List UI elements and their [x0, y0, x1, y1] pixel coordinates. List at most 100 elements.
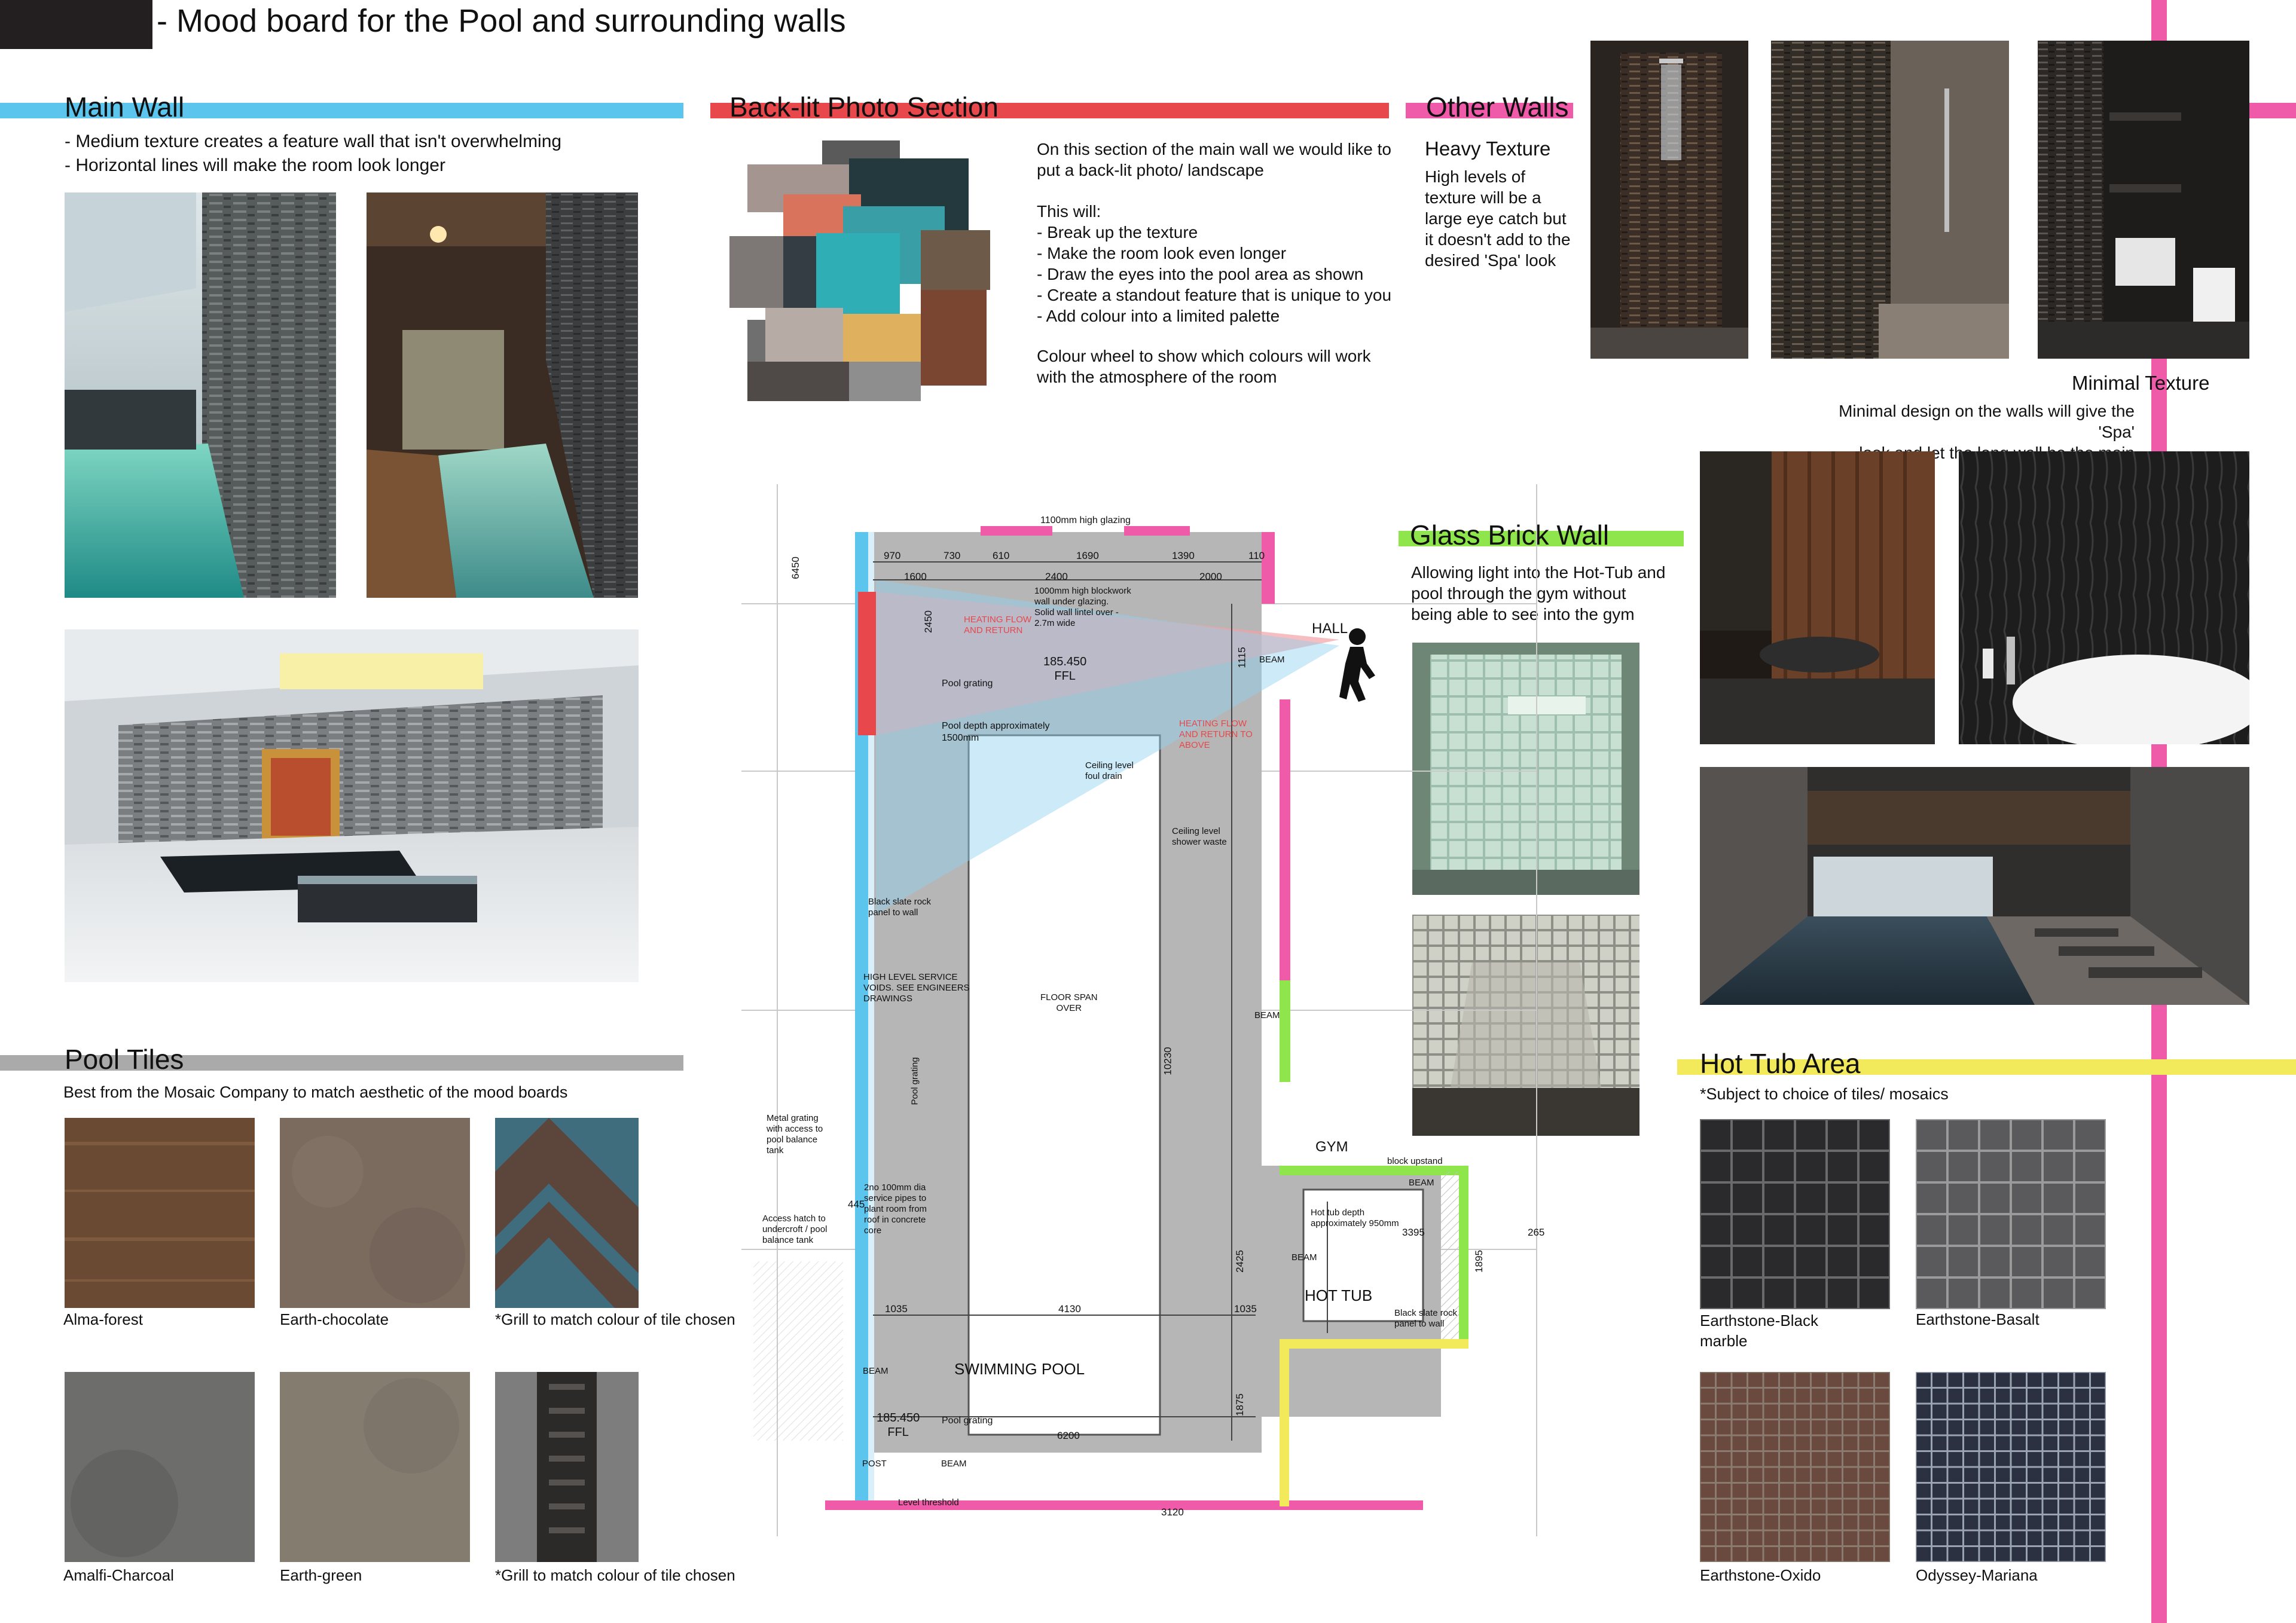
heavy-texture-text: High levels of texture will be a large e…: [1425, 167, 1571, 270]
plan-hot-tub-depth: Hot tub depth approximately 950mm: [1311, 1208, 1399, 1228]
plan-beam-6: BEAM: [941, 1459, 967, 1469]
tile-label: Alma-forest: [63, 1310, 143, 1328]
swatch: [921, 290, 987, 386]
swatch: [849, 362, 921, 401]
plan-floor-span: FLOOR SPAN OVER: [1040, 992, 1098, 1013]
pool-tiles-title: Pool Tiles: [65, 1044, 184, 1075]
grill-sample-2: [495, 1372, 639, 1562]
swatch: [765, 308, 843, 362]
tile-earth-chocolate: [280, 1118, 470, 1308]
glass-brick-text: Allowing light into the Hot-Tub and pool…: [1411, 563, 1666, 623]
glass-brick-photo-1: [1412, 643, 1639, 895]
plan-dim-6200: 6200: [1057, 1430, 1080, 1441]
swatch: [783, 236, 816, 308]
mosaic-label: Earthstone-Black marble: [1700, 1312, 1818, 1350]
hot-tub-subtitle: *Subject to choice of tiles/ mosaics: [1700, 1085, 1949, 1103]
plan-dim-6450: 6450: [789, 557, 801, 579]
mosaic-mariana: [1916, 1372, 2106, 1562]
plan-dim-610: 610: [993, 550, 1010, 561]
mosaic-basalt: [1916, 1119, 2106, 1309]
plan-gym: GYM: [1315, 1139, 1348, 1155]
title-block: [0, 0, 152, 49]
mosaic-label: Odyssey-Mariana: [1916, 1566, 2038, 1584]
main-wall-photo-1: [65, 192, 336, 598]
plan-dim-1600: 1600: [904, 571, 927, 582]
tile-earth-green: [280, 1372, 470, 1562]
plan-dim-265: 265: [1528, 1227, 1545, 1238]
plan-beam-4: BEAM: [1292, 1252, 1317, 1263]
backlit-title: Back-lit Photo Section: [729, 91, 999, 123]
plan-dim-1875: 1875: [1234, 1393, 1245, 1416]
plan-dim-445: 445: [848, 1199, 865, 1210]
plan-heating-2: HEATING FLOW AND RETURN TO ABOVE: [1179, 719, 1253, 750]
mosaic-label: Earthstone-Basalt: [1916, 1310, 2039, 1328]
colour-wheel-note: Colour wheel to show which colours will …: [1037, 347, 1371, 386]
plan-dim-1390: 1390: [1172, 550, 1195, 561]
mosaic-label: Earthstone-Oxido: [1700, 1566, 1821, 1584]
plan-access: Access hatch to undercroft / pool balanc…: [762, 1214, 828, 1245]
minimal-texture-photo-2: [1959, 451, 2249, 744]
plan-beam-2: BEAM: [1254, 1010, 1280, 1020]
tile-label: *Grill to match colour of tile chosen: [495, 1310, 735, 1328]
heavy-texture-title: Heavy Texture: [1425, 137, 1551, 160]
pool-tiles-bar: [0, 1055, 683, 1071]
plan-post: POST: [862, 1459, 887, 1469]
floor-plan: [741, 484, 1584, 1536]
plan-dim-2000: 2000: [1199, 571, 1222, 582]
plan-dim-2450: 2450: [922, 610, 934, 633]
tile-label: *Grill to match colour of tile chosen: [495, 1566, 735, 1584]
minimal-texture-title: Minimal Texture: [2072, 372, 2210, 394]
plan-level-threshold: Level threshold: [898, 1497, 959, 1508]
main-wall-photo-3: [65, 629, 639, 982]
plan-dim-1035a: 1035: [885, 1303, 908, 1315]
plan-beam-1: BEAM: [1259, 655, 1285, 665]
plan-pool-grating-2: Pool grating: [909, 1057, 920, 1105]
plan-ceiling-waste: Ceiling level shower waste: [1172, 826, 1227, 847]
plan-dim-970: 970: [884, 550, 901, 561]
plan-dim-3395: 3395: [1402, 1227, 1425, 1238]
tile-label: Earth-green: [280, 1566, 362, 1584]
person-icon: [1339, 628, 1375, 702]
plan-heating-1: HEATING FLOW AND RETURN: [964, 615, 1032, 635]
swatch: [843, 314, 921, 362]
other-walls-title: Other Walls: [1426, 91, 1569, 123]
hot-tub-bar: [1677, 1059, 2296, 1075]
plan-pool-grating-1: Pool grating: [942, 678, 993, 689]
glass-brick-title: Glass Brick Wall: [1410, 519, 1610, 551]
page-title: - Mood board for the Pool and surroundin…: [157, 3, 846, 39]
backlit-bar: [710, 103, 1389, 118]
glass-brick-photo-2: [1412, 915, 1639, 1136]
main-wall-bar: [0, 103, 683, 118]
other-walls-bar: [1406, 103, 1573, 118]
backlit-point-3: - Draw the eyes into the pool area as sh…: [1037, 265, 1364, 283]
plan-dim-730: 730: [944, 550, 961, 561]
plan-metal-grating: Metal grating with access to pool balanc…: [767, 1113, 823, 1156]
plan-service: HIGH LEVEL SERVICE VOIDS. SEE ENGINEERS …: [863, 972, 970, 1004]
plan-ffl-bottom: 185.450 FFL: [877, 1411, 920, 1439]
plan-pool-depth: Pool depth approximately 1500mm: [942, 721, 1050, 743]
plan-service-pipes: 2no 100mm dia service pipes to plant roo…: [864, 1182, 927, 1236]
backlit-point-5: - Add colour into a limited palette: [1037, 307, 1280, 325]
heavy-texture-photo-3: [2038, 41, 2249, 359]
plan-beam-5: BEAM: [863, 1366, 889, 1376]
plan-dim-10230: 10230: [1162, 1047, 1174, 1075]
heavy-texture-photo-1: [1590, 41, 1748, 359]
pool-tiles-subtitle: Best from the Mosaic Company to match ae…: [63, 1083, 568, 1101]
plan-dim-1035b: 1035: [1234, 1303, 1257, 1315]
main-wall-bullet-1: - Medium texture creates a feature wall …: [65, 132, 562, 151]
plan-pool-grating-3: Pool grating: [942, 1416, 993, 1426]
swatch: [747, 362, 849, 401]
tile-label: Amalfi-Charcoal: [63, 1566, 174, 1584]
plan-dim-4130: 4130: [1058, 1303, 1081, 1315]
plan-hot-tub: HOT TUB: [1305, 1286, 1373, 1304]
tile-label: Earth-chocolate: [280, 1310, 389, 1328]
backlit-point-4: - Create a standout feature that is uniq…: [1037, 286, 1392, 304]
main-wall-title: Main Wall: [65, 91, 185, 123]
plan-block-wall: 1000mm high blockwork wall under glazing…: [1034, 586, 1131, 628]
plan-dim-1690: 1690: [1076, 550, 1099, 561]
backlit-will-label: This will:: [1037, 202, 1101, 221]
plan-glazing: 1100mm high glazing: [1040, 515, 1131, 525]
plan-ffl-top: 185.450 FFL: [1043, 655, 1087, 683]
plan-dim-1115: 1115: [1236, 647, 1248, 668]
backlit-intro: On this section of the main wall we woul…: [1037, 140, 1391, 179]
